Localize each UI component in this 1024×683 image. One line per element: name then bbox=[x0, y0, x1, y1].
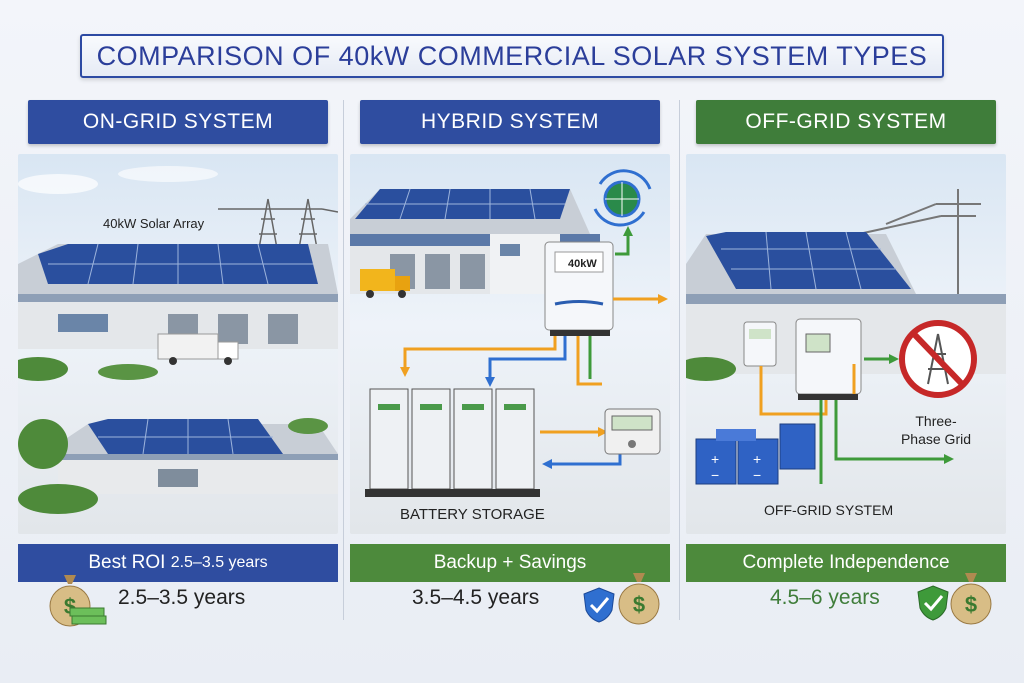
shield-check-icon bbox=[917, 585, 949, 621]
off-grid-illustration: + + − − Three-Phase Grid OFF-GRID SYSTEM bbox=[686, 154, 1006, 534]
battery-storage-label: BATTERY STORAGE bbox=[400, 506, 545, 523]
svg-text:−: − bbox=[711, 467, 719, 483]
on-grid-benefit-text: Best ROI bbox=[88, 552, 166, 573]
refresh-globe-icon bbox=[593, 169, 652, 227]
inverter-icon bbox=[544, 241, 614, 336]
svg-text:+: + bbox=[753, 451, 761, 467]
grid-tower-icon bbox=[218, 198, 338, 255]
hybrid-benefit-band: Backup + Savings bbox=[350, 544, 670, 582]
svg-text:$: $ bbox=[965, 592, 977, 617]
smart-meter-icon bbox=[604, 408, 661, 455]
on-grid-scene bbox=[18, 166, 338, 514]
off-grid-header: OFF-GRID SYSTEM bbox=[696, 100, 996, 144]
hybrid-payback: 3.5–4.5 years bbox=[412, 586, 540, 609]
shield-check-icon bbox=[583, 587, 615, 623]
battery-storage-icon bbox=[365, 388, 540, 497]
column-divider bbox=[343, 100, 344, 620]
off-grid-payback: 4.5–6 years bbox=[770, 586, 880, 609]
on-grid-payback: 2.5–3.5 years bbox=[118, 586, 246, 609]
svg-text:−: − bbox=[753, 467, 761, 483]
money-bag-icon: $ bbox=[950, 573, 992, 625]
hybrid-illustration: 40kW BATTERY STORAGE bbox=[350, 154, 670, 534]
off-grid-benefit-band: Complete Independence bbox=[686, 544, 1006, 582]
off-grid-column: OFF-GRID SYSTEM bbox=[686, 100, 1006, 625]
hybrid-column: HYBRID SYSTEM bbox=[350, 100, 670, 625]
no-grid-icon bbox=[899, 320, 977, 398]
column-divider bbox=[679, 100, 680, 620]
svg-text:$: $ bbox=[633, 592, 645, 617]
on-grid-header: ON-GRID SYSTEM bbox=[28, 100, 328, 144]
page-title: COMPARISON OF 40kW COMMERCIAL SOLAR SYST… bbox=[80, 34, 944, 78]
svg-text:+: + bbox=[711, 451, 719, 467]
three-phase-grid-label: Three-Phase Grid bbox=[900, 413, 972, 447]
on-grid-benefit-sub: 2.5–3.5 years bbox=[170, 554, 268, 571]
on-grid-illustration: 40kW Solar Array bbox=[18, 154, 338, 534]
on-grid-column: ON-GRID SYSTEM bbox=[18, 100, 338, 627]
hybrid-header: HYBRID SYSTEM bbox=[360, 100, 660, 144]
solar-array-label: 40kW Solar Array bbox=[103, 216, 205, 231]
cash-stack-icon bbox=[69, 607, 107, 625]
money-bag-icon: $ bbox=[618, 573, 660, 625]
off-grid-system-label: OFF-GRID SYSTEM bbox=[764, 502, 894, 518]
hybrid-scene bbox=[350, 169, 668, 497]
off-grid-scene: + + − − bbox=[686, 189, 1006, 485]
battery-bank-icon: + + − − bbox=[695, 423, 816, 485]
inverter-label: 40kW bbox=[568, 258, 597, 270]
